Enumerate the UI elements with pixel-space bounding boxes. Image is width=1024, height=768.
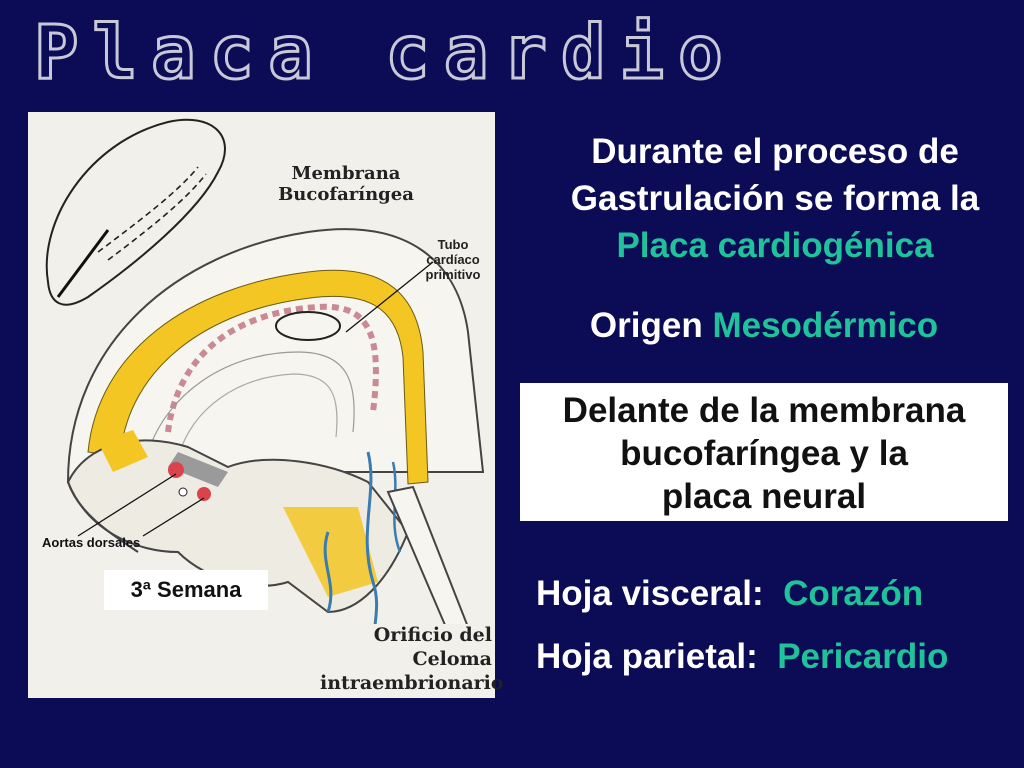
origin-text: Origen Mesodérmico <box>540 302 988 349</box>
position-line3: placa neural <box>661 477 867 516</box>
label-membrana-bucofaringea: Membrana Bucofaríngea <box>246 163 446 206</box>
parietal-label: Hoja parietal: <box>536 637 758 676</box>
label-tubo-line2: cardíaco <box>426 251 480 267</box>
slide-title-text: Placa cardiogénica <box>34 10 728 96</box>
origin-label: Origen <box>589 306 703 345</box>
position-line2: bucofaríngea y la <box>620 434 908 473</box>
yellow-section-left <box>98 430 148 472</box>
slide-title: Placa cardiogénica <box>33 9 729 98</box>
embryo-drawing <box>45 118 485 653</box>
origin-value: Mesodérmico <box>712 306 939 345</box>
embryo-overview-dashed-tube-2 <box>107 173 207 261</box>
label-orificio-line3: intraembrionario <box>320 671 504 694</box>
label-tubo-line3: primitivo <box>425 266 481 282</box>
visceral-value: Corazón <box>783 574 924 613</box>
parietal-value: Pericardio <box>777 637 949 676</box>
mesoderm-yellow-band <box>87 269 429 485</box>
label-orificio-celoma: Orificio del Celoma intraembrionario <box>320 624 504 696</box>
neural-plate-folds <box>147 351 355 453</box>
pointer-aorta-1 <box>77 473 177 537</box>
label-orificio-line1: Orificio del <box>373 624 492 646</box>
embryo-overview-cut-line <box>56 229 110 298</box>
label-tubo-cardiaco: Tubo cardíaco primitivo <box>411 237 495 283</box>
label-semana: 3ª Semana <box>104 570 268 610</box>
visceral-label: Hoja visceral: <box>536 574 764 613</box>
embryo-illustration: Membrana Bucofaríngea Tubo cardíaco prim… <box>28 112 504 698</box>
embryo-overview-outline <box>45 118 226 306</box>
intro-highlight: Placa cardiogénica <box>616 226 934 265</box>
visceral-layer: Hoja visceral: Corazón <box>530 570 1016 617</box>
label-orificio-line2: Celoma <box>412 647 492 670</box>
neural-plate-folds-2 <box>177 373 338 458</box>
neural-tube-gray <box>168 452 228 487</box>
intro-text: Durante el proceso de Gastrulación se fo… <box>540 128 1010 269</box>
label-membrana-line1: Membrana <box>291 163 401 184</box>
cardiac-tube-dashed <box>165 303 379 433</box>
position-line1: Delante de la membrana <box>562 391 966 430</box>
dorsal-aorta-right <box>197 487 211 501</box>
intro-text-body: Durante el proceso de Gastrulación se fo… <box>570 132 980 218</box>
label-membrana-line2: Bucofaríngea <box>278 183 414 205</box>
coelom-opening <box>386 485 470 634</box>
notochord <box>178 487 188 497</box>
yellow-section-right <box>283 507 378 597</box>
pointer-tubo <box>345 261 434 333</box>
dorsal-aorta-left <box>168 462 184 478</box>
parietal-layer: Hoja parietal: Pericardio <box>530 633 1016 680</box>
vessel-blue-2 <box>323 531 333 613</box>
pointer-aorta-2 <box>142 497 205 537</box>
buccopharyngeal-membrane <box>275 311 341 341</box>
label-aortas-dorsales: Aortas dorsales <box>42 535 141 550</box>
embryo-overview-dashed-tube <box>97 166 199 253</box>
label-tubo-line1: Tubo <box>437 237 469 252</box>
position-box: Delante de la membrana bucofaríngea y la… <box>520 383 1008 521</box>
amnion-fold-left <box>67 481 139 553</box>
